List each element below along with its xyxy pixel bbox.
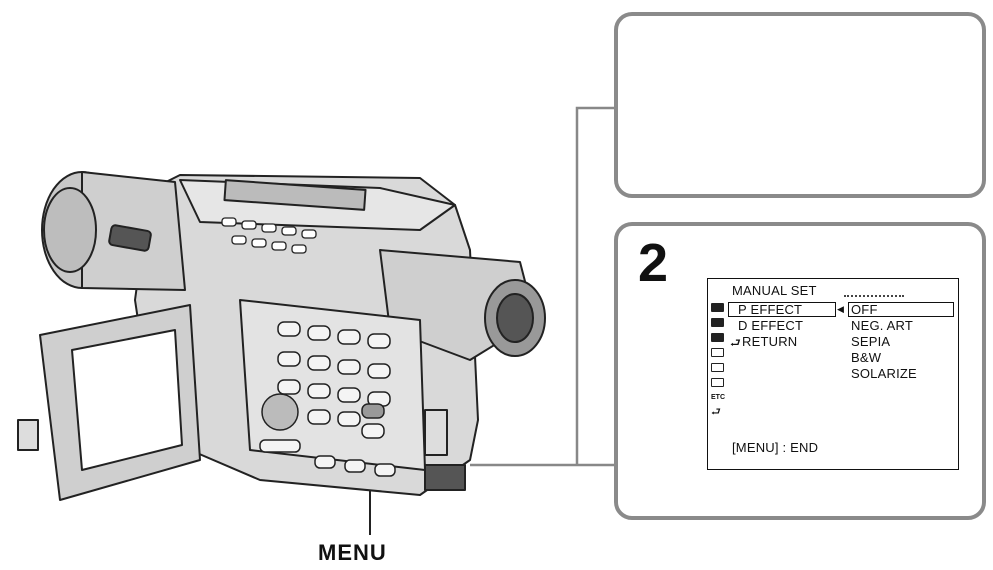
etc-label: ETC	[711, 394, 725, 401]
menu-item-return[interactable]: RETURN	[742, 334, 798, 349]
setup-icon	[711, 378, 724, 387]
menu-icon-column: ETC ⮐	[710, 303, 726, 418]
menu-button-label: MENU	[318, 540, 387, 565]
camcorder-drawing	[17, 171, 546, 501]
menu-screen: MANUAL SET ETC ⮐ ◀ P EFFECT D EFFECT ⮐ R…	[707, 278, 959, 470]
title-dotted-line	[844, 295, 904, 297]
option-sepia[interactable]: SEPIA	[851, 334, 891, 349]
camera-icon	[711, 318, 724, 327]
return-icon: ⮐	[711, 406, 721, 418]
memory-icon	[711, 363, 724, 372]
camera-icon	[711, 333, 724, 342]
connector-lines	[470, 106, 614, 467]
selector-arrow-icon: ◀	[837, 304, 844, 314]
selected-option-box	[848, 302, 954, 317]
menu-footer: [MENU] : END	[732, 440, 819, 455]
option-neg-art[interactable]: NEG. ART	[851, 318, 914, 333]
menu-title: MANUAL SET	[732, 283, 817, 298]
selected-item-box	[728, 302, 836, 317]
dial-instruction-panel	[614, 12, 986, 198]
return-arrow-icon: ⮐	[730, 336, 741, 350]
menu-item-p-effect[interactable]: P EFFECT	[738, 302, 803, 317]
tape-icon	[711, 348, 724, 357]
option-solarize[interactable]: SOLARIZE	[851, 366, 917, 381]
camera-icon	[711, 303, 724, 312]
option-bw[interactable]: B&W	[851, 350, 882, 365]
menu-item-d-effect[interactable]: D EFFECT	[738, 318, 804, 333]
step-number: 2	[638, 233, 669, 293]
option-off[interactable]: OFF	[851, 302, 878, 317]
